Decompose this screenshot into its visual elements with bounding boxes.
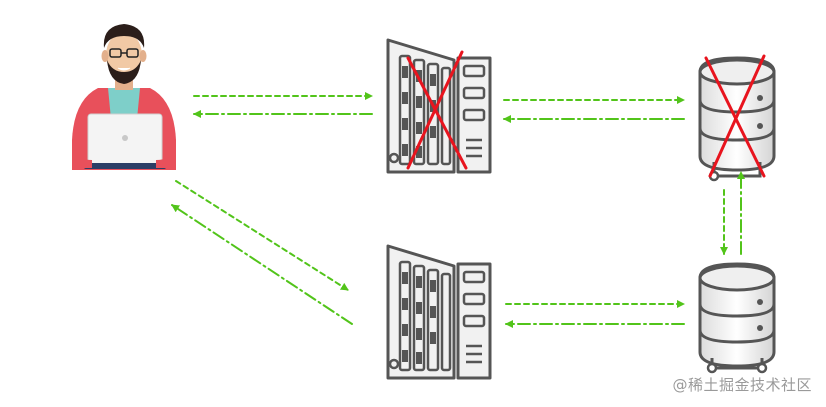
- failed-cross-icon: [704, 54, 766, 178]
- database-icon: [698, 262, 776, 374]
- arrow-server-2-to-user: [171, 204, 353, 325]
- watermark-text: @稀土掘金技术社区: [672, 376, 812, 394]
- server-rack-icon: [386, 244, 492, 380]
- arrow-user-to-server-2: [175, 180, 349, 291]
- user-with-laptop-icon: [72, 24, 176, 170]
- server-rack-icon: [386, 38, 492, 174]
- failed-cross-icon: [406, 50, 468, 170]
